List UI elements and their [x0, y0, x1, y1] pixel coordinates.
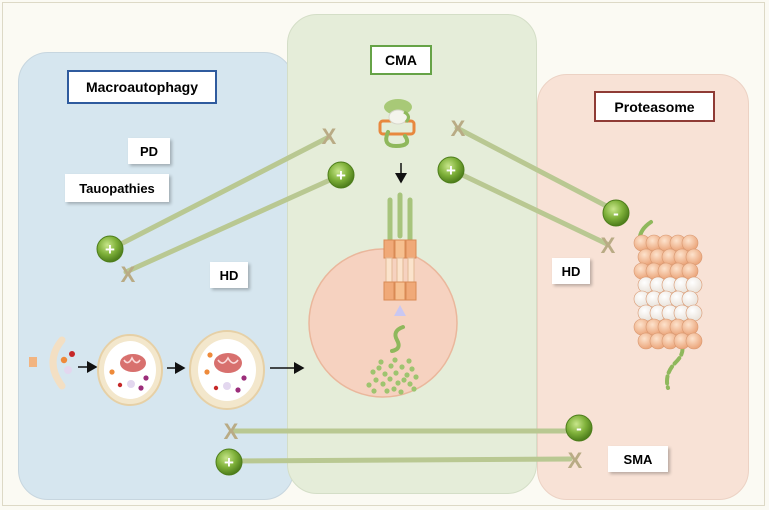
pd-label: PD: [128, 138, 170, 164]
block-x-icon: X: [568, 448, 583, 473]
plus-icon: +: [96, 235, 124, 263]
sma-label: SMA: [608, 446, 668, 472]
connector-cma-to-macro-plus: [123, 172, 344, 275]
connectors: [110, 125, 617, 464]
block-x-icon: X: [121, 262, 136, 287]
connector-bottom-plus: [227, 456, 573, 464]
hd-label-proteasome: HD: [552, 258, 590, 284]
tauopathies-label: Tauopathies: [65, 174, 169, 202]
chaperone-complex-icon: [378, 99, 416, 149]
svg-text:+: +: [446, 161, 456, 180]
lamp2a-receptor-icon: [383, 192, 417, 353]
proteasome-subunit: [685, 332, 703, 350]
macroautophagy-panel: [18, 52, 294, 500]
plus-icon: +: [215, 448, 243, 476]
svg-text:-: -: [613, 204, 619, 223]
connector-proteasome-to-cma-block: [449, 167, 610, 247]
svg-text:+: +: [224, 453, 234, 472]
proteasome-subunit: [685, 304, 703, 322]
block-x-icon: X: [451, 116, 466, 141]
block-x-icon: X: [601, 233, 616, 258]
connector-macro-to-cma-block: [110, 134, 332, 251]
autophagosome-icon: [97, 334, 163, 406]
effect-markers: + + + - - +: [96, 156, 630, 476]
cma-title: CMA: [370, 45, 432, 75]
minus-icon: -: [602, 199, 630, 227]
degraded-peptides-icon: [366, 357, 419, 395]
proteasome-subunit: [685, 276, 703, 294]
svg-text:+: +: [105, 240, 115, 259]
proteasome-subunit: [681, 234, 699, 252]
proteasome-title: Proteasome: [594, 91, 715, 122]
block-x-icon: X: [224, 419, 239, 444]
svg-text:-: -: [576, 419, 582, 438]
plus-icon: +: [437, 156, 465, 184]
autolysosome-icon: [189, 330, 265, 410]
minus-icon: -: [565, 414, 593, 442]
plus-icon: +: [327, 161, 355, 189]
phagophore-icon: [29, 336, 75, 390]
proteasome-subunit: [681, 318, 699, 336]
proteasome-subunit: [681, 262, 699, 280]
svg-text:+: +: [336, 166, 346, 185]
connector-cma-to-proteasome-minus: [454, 125, 617, 213]
macroautophagy-title: Macroautophagy: [67, 70, 217, 104]
block-x-icon: X: [322, 124, 337, 149]
hd-label-macroautophagy: HD: [210, 262, 248, 288]
proteasome-icon: [633, 220, 703, 390]
proteasome-subunit: [685, 248, 703, 266]
lysosome: [308, 248, 458, 398]
proteasome-subunit: [681, 290, 699, 308]
block-markers: X X X X X X: [121, 116, 616, 473]
